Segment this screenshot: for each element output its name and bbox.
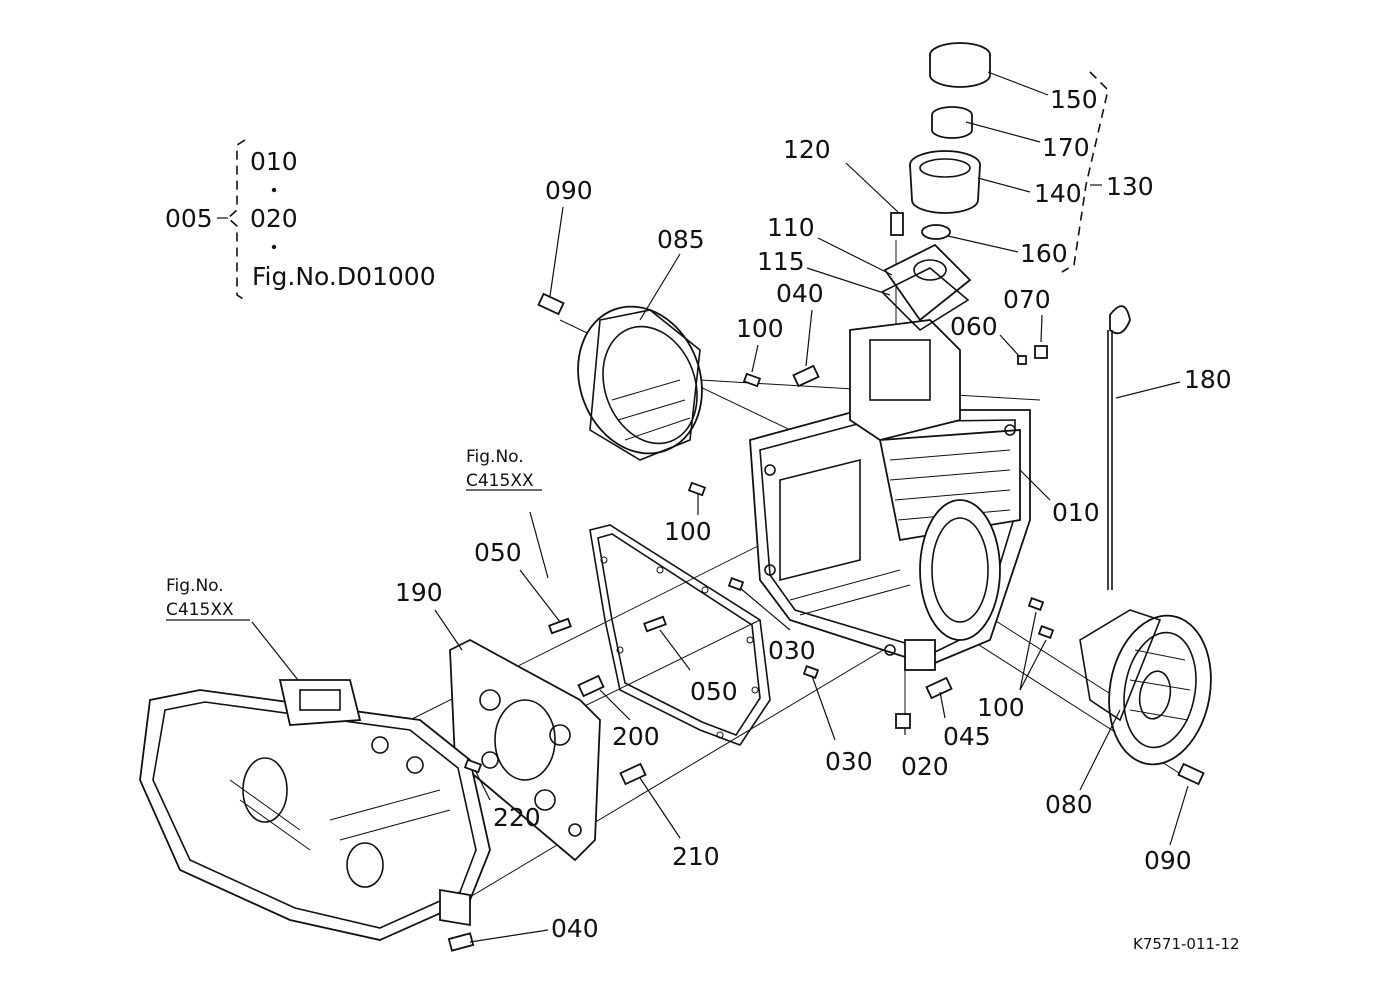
callout-110: 110 [767, 213, 815, 242]
callout-150: 150 [1050, 85, 1098, 114]
callout-140: 140 [1034, 179, 1082, 208]
reference-code: C415XX [166, 600, 234, 620]
group-item-fig-ref: Fig.No.D01000 [252, 262, 436, 291]
callout-060: 060 [950, 312, 998, 341]
rear-cover-drawing [1079, 609, 1212, 766]
group-bracket [217, 139, 277, 301]
transmission-case-drawing [749, 319, 1031, 671]
small-parts [447, 292, 1205, 952]
callout-130: 130 [1106, 172, 1154, 201]
group-id: 005 [165, 204, 213, 233]
breather-cap-drawing [880, 42, 991, 332]
callout-100: 100 [977, 693, 1025, 722]
callout-170: 170 [1042, 133, 1090, 162]
callout-120: 120 [783, 135, 831, 164]
callout-100: 100 [736, 314, 784, 343]
front-cover-drawing [577, 305, 703, 461]
dipstick-drawing [1107, 305, 1131, 590]
callout-leaders [251, 71, 1189, 943]
callout-030: 030 [825, 747, 873, 776]
group-item-020: 020 [250, 204, 298, 233]
callout-labels: 090 085 040 100 100 120 110 115 150 170 … [395, 85, 1232, 943]
callout-180: 180 [1184, 365, 1232, 394]
callout-100: 100 [664, 517, 712, 546]
callout-030: 030 [768, 636, 816, 665]
callout-115: 115 [757, 247, 805, 276]
callout-010: 010 [1052, 498, 1100, 527]
callout-085: 085 [657, 225, 705, 254]
callout-050: 050 [474, 538, 522, 567]
group-item-010: 010 [250, 147, 298, 176]
callout-200: 200 [612, 722, 660, 751]
reference-label: Fig.No. [166, 576, 224, 596]
callout-040: 040 [776, 279, 824, 308]
reference-label: Fig.No. [466, 447, 524, 467]
callout-090: 090 [545, 176, 593, 205]
callout-020: 020 [901, 752, 949, 781]
callout-210: 210 [672, 842, 720, 871]
reference-code: C415XX [466, 471, 534, 491]
callout-220: 220 [493, 803, 541, 832]
front-housing-drawing [139, 679, 491, 941]
assembly-bracket-130 [1061, 71, 1109, 273]
callout-045: 045 [943, 722, 991, 751]
callout-070: 070 [1003, 285, 1051, 314]
callout-190: 190 [395, 578, 443, 607]
callout-040: 040 [551, 914, 599, 943]
callout-160: 160 [1020, 239, 1068, 268]
callout-080: 080 [1045, 790, 1093, 819]
callout-090: 090 [1144, 846, 1192, 875]
callout-050: 050 [690, 677, 738, 706]
figure-code: K7571-011-12 [1133, 935, 1240, 953]
gasket-drawing [589, 524, 771, 746]
